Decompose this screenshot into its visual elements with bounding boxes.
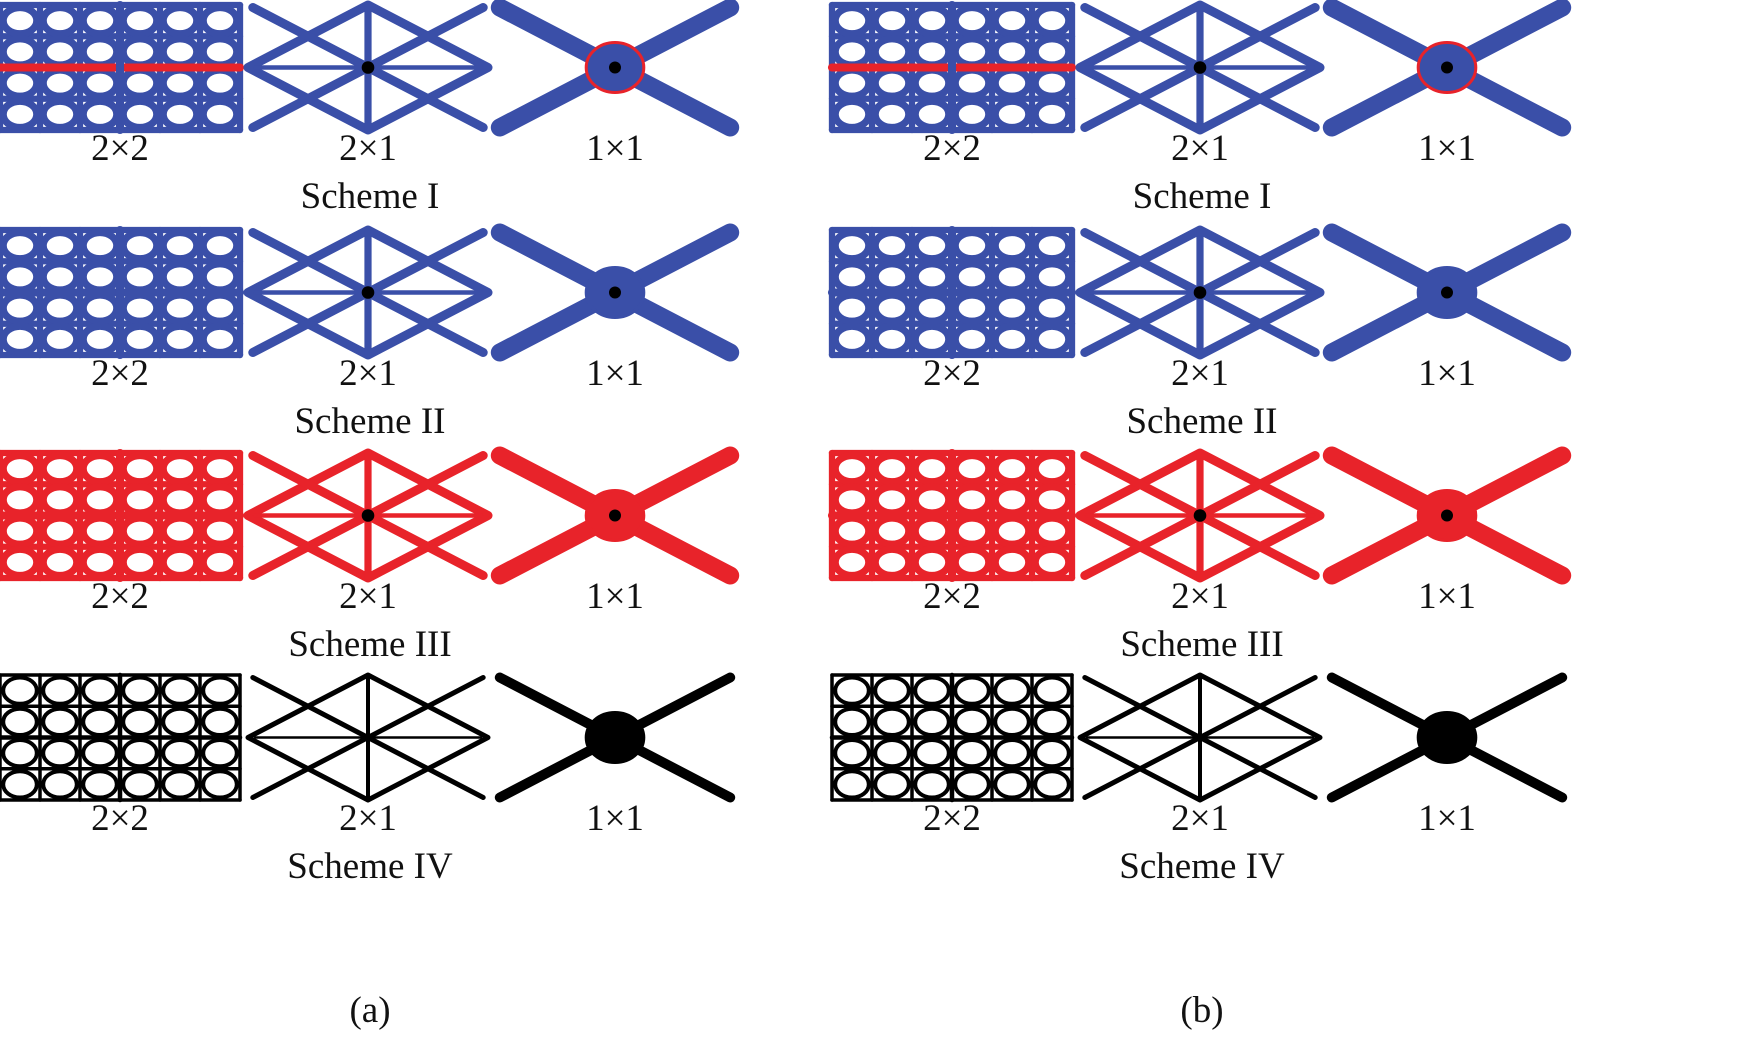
topology-2x1 [245, 672, 491, 803]
resolution-label: 2×1 [339, 576, 397, 617]
scheme-label: Scheme II [1126, 401, 1277, 442]
topology-2x1 [243, 448, 493, 583]
resolution-label: 2×1 [1171, 353, 1229, 394]
topology-1x1 [1322, 0, 1572, 137]
topology-1x1 [490, 446, 740, 585]
topology-1x1 [1322, 223, 1572, 362]
resolution-label: 2×1 [339, 353, 397, 394]
resolution-label: 2×1 [339, 798, 397, 839]
resolution-label: 1×1 [1418, 576, 1476, 617]
topology-1x1 [490, 0, 740, 137]
topology-1x1 [494, 672, 736, 803]
resolution-label: 1×1 [1418, 798, 1476, 839]
scheme-label: Scheme III [1120, 624, 1283, 665]
panel-label: (b) [1180, 990, 1223, 1031]
resolution-label: 2×1 [1171, 128, 1229, 169]
topology-2x2 [827, 0, 1077, 135]
resolution-label: 2×2 [91, 576, 149, 617]
panel-label: (a) [349, 990, 390, 1031]
resolution-label: 2×2 [923, 576, 981, 617]
scheme-label: Scheme I [1133, 176, 1272, 217]
resolution-label: 2×1 [1171, 576, 1229, 617]
topology-2x2 [0, 672, 243, 803]
topology-2x2 [0, 0, 245, 135]
resolution-label: 2×2 [91, 128, 149, 169]
topology-2x2 [829, 672, 1075, 803]
resolution-label: 1×1 [586, 128, 644, 169]
topology-1x1 [1322, 446, 1572, 585]
scheme-label: Scheme II [294, 401, 445, 442]
topology-2x2 [0, 225, 245, 360]
resolution-label: 1×1 [586, 353, 644, 394]
scheme-label: Scheme IV [1119, 846, 1285, 887]
resolution-label: 2×1 [339, 128, 397, 169]
scheme-label: Scheme I [301, 176, 440, 217]
resolution-label: 2×2 [91, 798, 149, 839]
topology-2x1 [1075, 0, 1325, 135]
topology-2x1 [243, 0, 493, 135]
resolution-label: 1×1 [586, 576, 644, 617]
topology-2x1 [1077, 672, 1323, 803]
topology-2x2 [827, 225, 1077, 360]
topology-2x1 [1075, 448, 1325, 583]
resolution-label: 2×2 [923, 353, 981, 394]
topology-2x2 [0, 448, 245, 583]
topology-1x1 [1326, 672, 1568, 803]
topology-2x2 [827, 448, 1077, 583]
resolution-label: 2×1 [1171, 798, 1229, 839]
scheme-label: Scheme IV [287, 846, 453, 887]
resolution-label: 1×1 [1418, 353, 1476, 394]
topology-2x1 [1075, 225, 1325, 360]
topology-2x1 [243, 225, 493, 360]
resolution-label: 1×1 [586, 798, 644, 839]
resolution-label: 1×1 [1418, 128, 1476, 169]
resolution-label: 2×2 [923, 798, 981, 839]
resolution-label: 2×2 [91, 353, 149, 394]
resolution-label: 2×2 [923, 128, 981, 169]
scheme-label: Scheme III [288, 624, 451, 665]
topology-1x1 [490, 223, 740, 362]
